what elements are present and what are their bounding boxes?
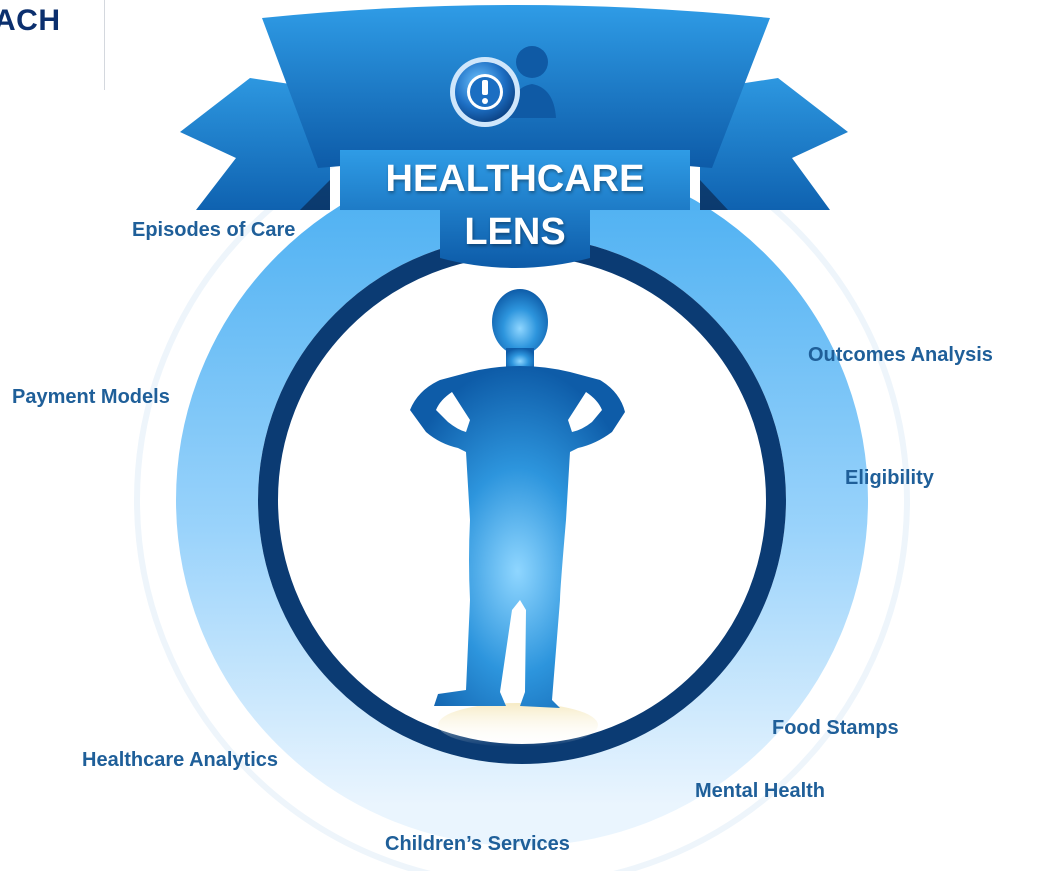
ribbon-title-line-1: HEALTHCARE	[385, 158, 645, 200]
label-episodes-of-care: Episodes of Care	[132, 219, 296, 241]
heading-divider	[104, 0, 105, 90]
label-eligibility: Eligibility	[845, 467, 934, 489]
label-outcomes-analysis: Outcomes Analysis	[808, 344, 993, 366]
exclamation-icon	[450, 57, 520, 127]
figure-reflection	[438, 703, 598, 747]
label-childrens-services: Children’s Services	[385, 833, 570, 855]
page-heading: ACH	[0, 4, 61, 37]
label-payment-models: Payment Models	[12, 386, 170, 408]
label-healthcare-analytics: Healthcare Analytics	[82, 749, 279, 771]
ribbon-right-tail	[700, 78, 848, 210]
ribbon-left-tail	[180, 78, 330, 210]
user-icon	[508, 46, 556, 118]
ribbon-label-panel	[340, 150, 690, 268]
ribbon-left-fold	[300, 180, 330, 210]
label-food-stamps: Food Stamps	[772, 717, 899, 739]
ribbon-right-fold	[700, 180, 728, 210]
person-icon	[410, 289, 625, 708]
label-mental-health: Mental Health	[695, 780, 826, 802]
ribbon-title-line-2: LENS	[464, 211, 566, 253]
